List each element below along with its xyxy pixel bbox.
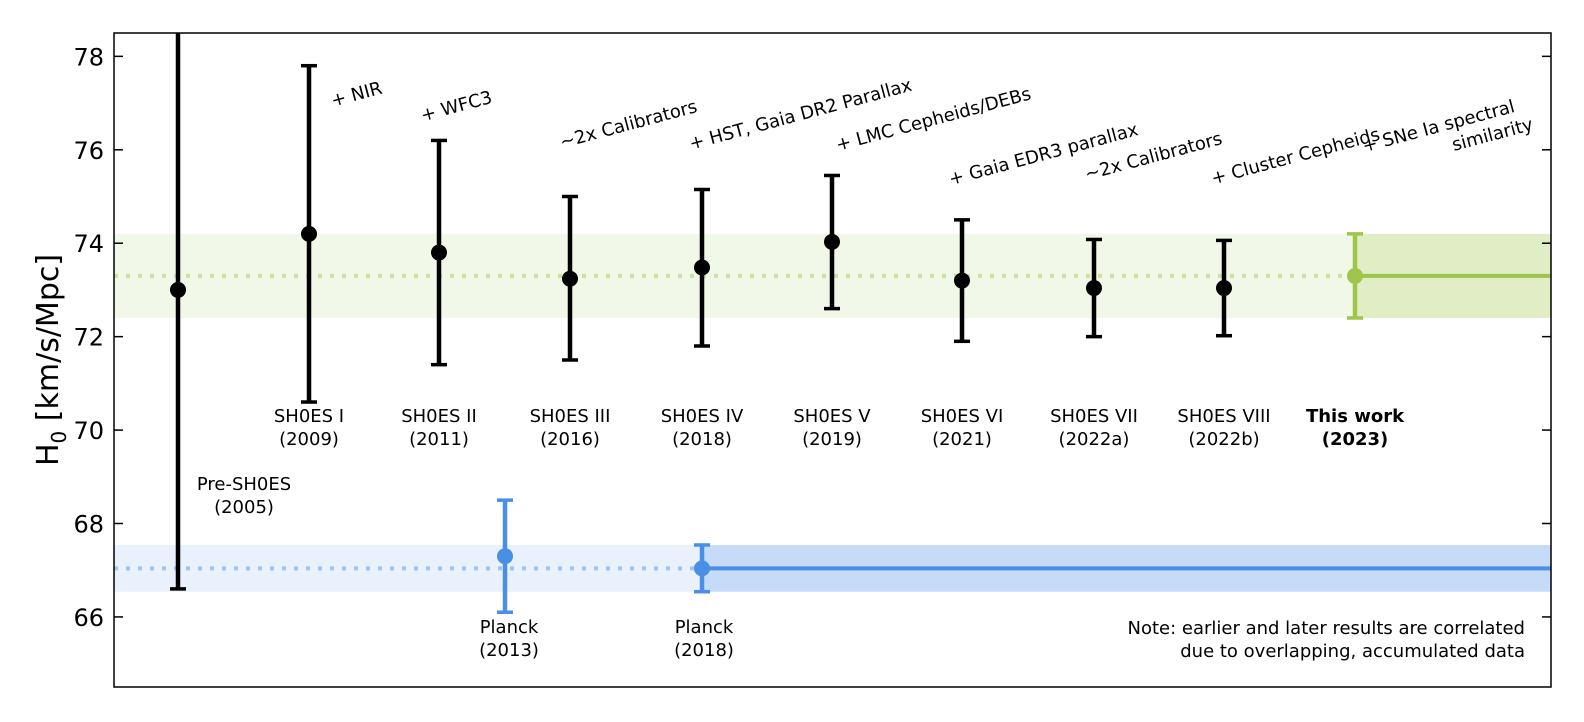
band-light-0 — [114, 233, 1355, 318]
y-axis-label: H0 [km/s/Mpc] — [31, 254, 71, 466]
data-point-9 — [1347, 267, 1363, 284]
measurement-label-0: Pre-SH0ES(2005) — [197, 474, 291, 518]
y-tick-label-74: 74 — [73, 230, 104, 258]
data-point-0 — [170, 281, 186, 298]
band-light-1 — [114, 544, 702, 592]
measurement-label-4: SH0ES IV(2018) — [661, 406, 744, 450]
measurement-label-10: Planck(2013) — [479, 617, 539, 661]
y-tick-label-68: 68 — [73, 511, 104, 539]
data-point-5 — [824, 233, 840, 250]
data-point-8 — [1216, 280, 1232, 297]
measurement-label-11: Planck(2018) — [674, 617, 734, 661]
measurement-label-6: SH0ES VI(2021) — [921, 406, 1004, 450]
data-point-2 — [431, 244, 447, 261]
data-point-10 — [497, 548, 513, 565]
measurement-label-5: SH0ES V(2019) — [793, 406, 871, 450]
note-annotation: Note: earlier and later results are corr… — [1128, 618, 1526, 662]
y-tick-label-66: 66 — [73, 604, 104, 632]
y-tick-label-72: 72 — [73, 324, 104, 352]
measurement-label-7: SH0ES VII(2022a) — [1050, 406, 1138, 450]
measurement-note-9: + SNe Ia spectralsimilarity — [1360, 93, 1536, 179]
measurement-label-1: SH0ES I(2009) — [274, 406, 344, 450]
measurement-label-3: SH0ES III(2016) — [530, 406, 611, 450]
y-tick-label-76: 76 — [73, 137, 104, 165]
measurement-note-3: ~2x Calibrators — [558, 96, 700, 153]
data-point-3 — [562, 270, 578, 287]
measurement-note-1: + NIR — [329, 78, 385, 112]
plot-frame — [113, 32, 1552, 688]
measurement-label-8: SH0ES VIII(2022b) — [1177, 406, 1270, 450]
measurement-label-2: SH0ES II(2011) — [401, 406, 477, 450]
measurement-note-2: + WFC3 — [419, 87, 495, 126]
data-point-4 — [694, 259, 710, 276]
data-point-6 — [954, 272, 970, 289]
y-tick-label-78: 78 — [73, 43, 104, 71]
y-tick-label-70: 70 — [73, 417, 104, 445]
measurement-note-8: + Cluster Cepheids — [1209, 124, 1382, 189]
measurement-note-6: + Gaia EDR3 parallax — [947, 119, 1141, 190]
data-point-7 — [1086, 280, 1102, 297]
data-point-11 — [694, 560, 710, 577]
measurement-label-9: This work(2023) — [1306, 406, 1405, 450]
data-point-1 — [301, 225, 317, 242]
